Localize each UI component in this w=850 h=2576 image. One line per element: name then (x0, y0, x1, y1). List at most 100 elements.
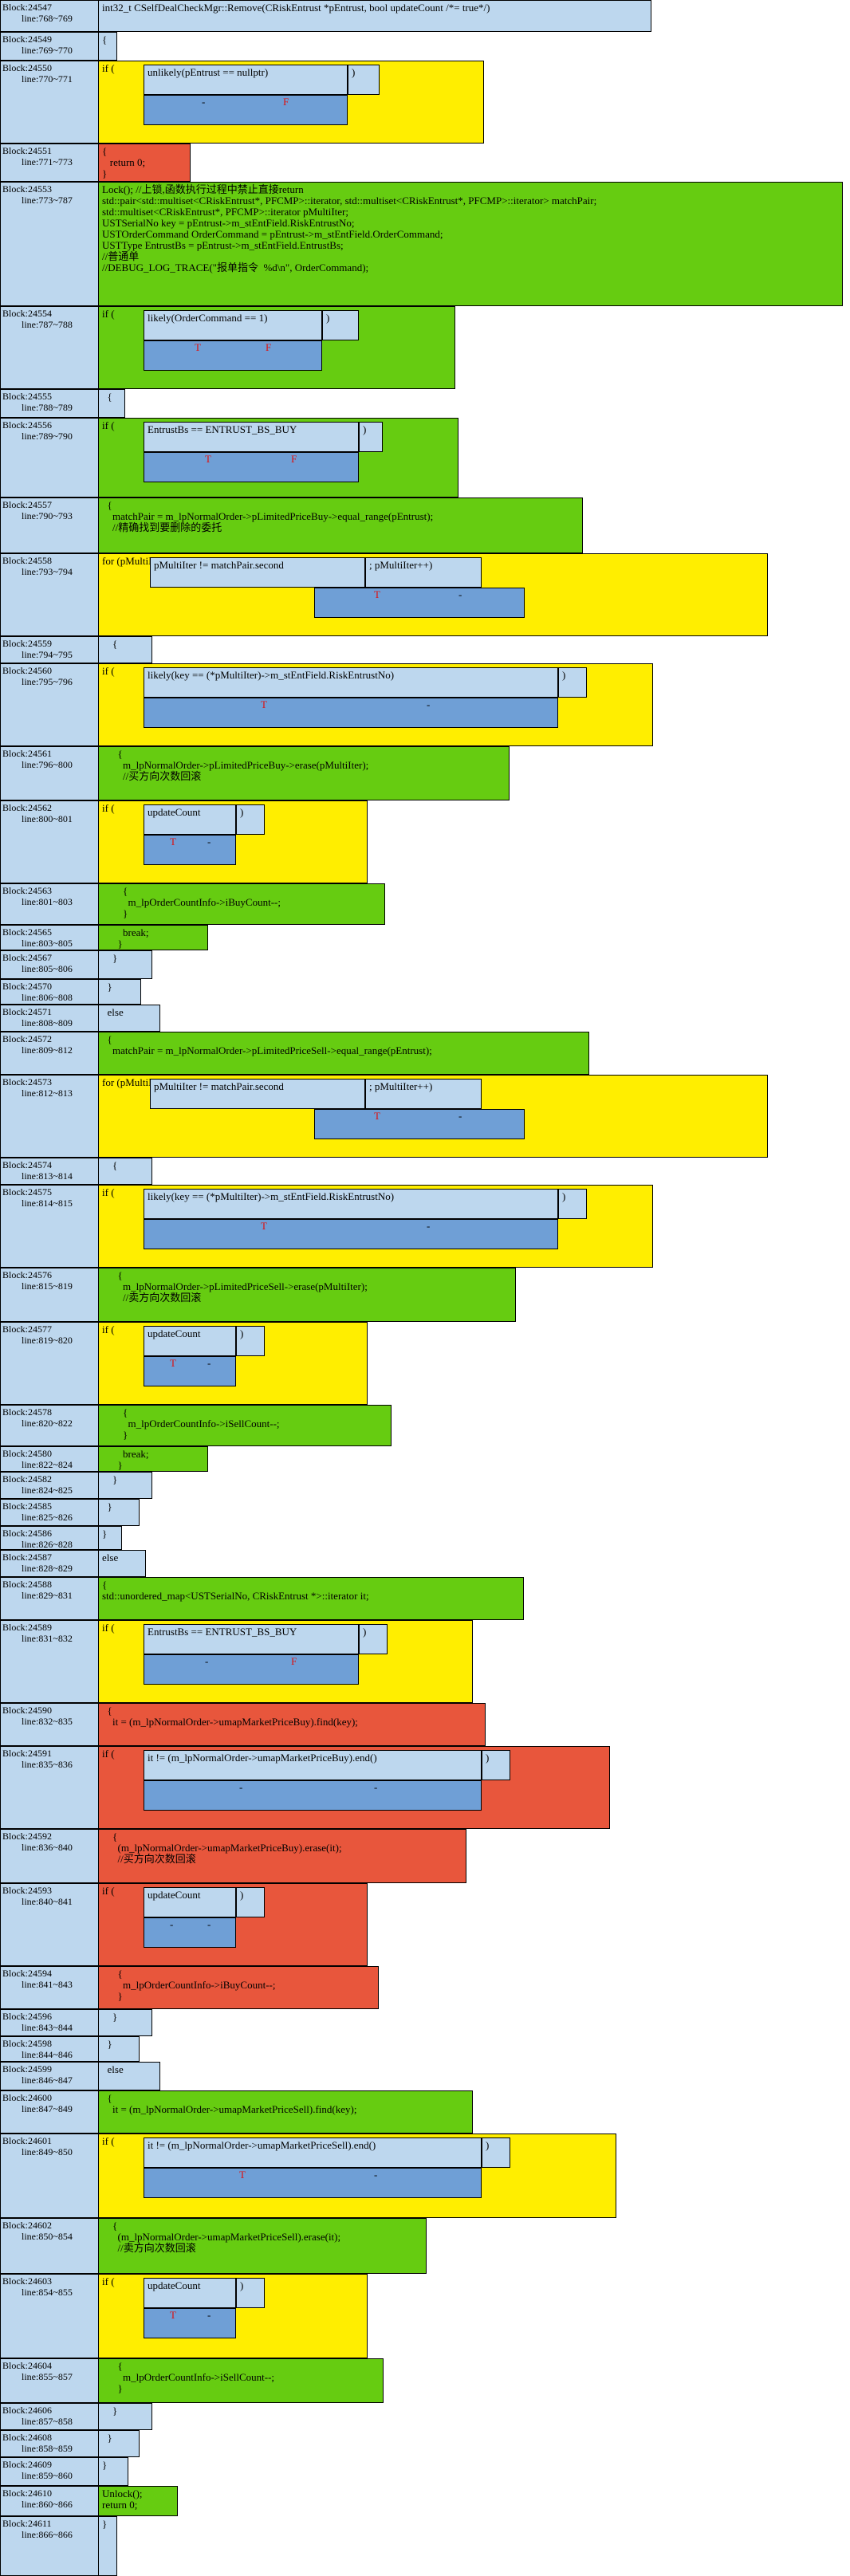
block-id: Block:24590 (2, 1705, 52, 1716)
block-code: for (pMultiIter = matchPair.first;pMulti… (98, 1075, 768, 1158)
block-id: Block:24572 (2, 1033, 52, 1044)
false-branch-marker: - (458, 1110, 462, 1122)
block-code: { return 0; } (98, 144, 191, 182)
block-code: { (98, 636, 152, 663)
block-line-range: line:803~805 (22, 938, 73, 949)
block-id: Block:24554 (2, 308, 52, 319)
block-line-range: line:812~813 (22, 1087, 73, 1099)
branch-outcome-bar: T- (144, 698, 558, 728)
block-line-range: line:860~866 (22, 2499, 73, 2510)
block-line-range: line:836~840 (22, 1842, 73, 1853)
block-line-range: line:809~812 (22, 1044, 73, 1056)
block-code: else (98, 1005, 160, 1032)
block-line-range: line:866~866 (22, 2529, 73, 2540)
block-line-range: line:846~847 (22, 2075, 73, 2086)
block-line-range: line:850~854 (22, 2231, 73, 2242)
block-line-range: line:773~787 (22, 195, 73, 206)
block-id: Block:24562 (2, 802, 52, 813)
block-line-range: line:770~771 (22, 73, 73, 85)
block-code: { (m_lpNormalOrder->umapMarketPriceSell)… (98, 2218, 427, 2274)
block-id: Block:24585 (2, 1500, 52, 1512)
code-text: { m_lpOrderCountInfo->iSellCount--; } (123, 1406, 280, 1441)
block-code: } (98, 1526, 122, 1550)
condition-close: ) (236, 1887, 265, 1917)
block-code: { m_lpOrderCountInfo->iSellCount--; } (98, 1405, 392, 1446)
block-id: Block:24589 (2, 1622, 52, 1633)
block-id: Block:24604 (2, 2360, 52, 2371)
block-id: Block:24593 (2, 1885, 52, 1896)
code-text: { m_lpNormalOrder->pLimitedPriceSell->er… (117, 1269, 368, 1304)
code-text: if ( (102, 665, 115, 677)
block-code: if (updateCount)T- (98, 1322, 368, 1405)
block-code: { matchPair = m_lpNormalOrder->pLimitedP… (98, 1032, 589, 1075)
block-id: Block:24603 (2, 2275, 52, 2287)
code-text: { (m_lpNormalOrder->umapMarketPriceBuy).… (112, 1831, 342, 1865)
block-code: { std::unordered_map<USTSerialNo, CRiskE… (98, 1577, 524, 1620)
block-code: { m_lpOrderCountInfo->iSellCount--; } (98, 2358, 384, 2403)
condition-box: likely(key == (*pMultiIter)->m_stEntFiel… (144, 667, 558, 698)
condition-close: ) (236, 2278, 265, 2308)
code-text: else (102, 1551, 119, 1563)
block-line-range: line:814~815 (22, 1198, 73, 1209)
branch-outcome-bar: T- (314, 588, 525, 618)
block-id: Block:24557 (2, 499, 52, 510)
block-code: if (it != (m_lpNormalOrder->umapMarketPr… (98, 2134, 616, 2218)
block-code: { matchPair = m_lpNormalOrder->pLimitedP… (98, 498, 583, 553)
condition-close: ) (482, 1750, 510, 1780)
block-line-range: line:843~844 (22, 2022, 73, 2033)
block-code: break; } (98, 925, 208, 950)
code-text: { (102, 391, 112, 403)
condition-box: EntrustBs == ENTRUST_BS_BUY (144, 422, 359, 452)
block-line-range: line:857~858 (22, 2416, 73, 2427)
block-code: { it = (m_lpNormalOrder->umapMarketPrice… (98, 2090, 473, 2134)
block-id: Block:24559 (2, 638, 52, 649)
block-code: if (updateCount)T- (98, 2274, 368, 2358)
block-id: Block:24598 (2, 2038, 52, 2049)
block-id: Block:24547 (2, 2, 52, 13)
block-id: Block:24556 (2, 419, 52, 431)
branch-outcome-bar: T- (144, 2308, 236, 2338)
block-line-range: line:813~814 (22, 1170, 73, 1182)
block-id: Block:24606 (2, 2405, 52, 2416)
code-text: if ( (102, 62, 115, 74)
block-line-range: line:849~850 (22, 2146, 73, 2157)
true-branch-marker: T (261, 1220, 267, 1232)
block-line-range: line:829~831 (22, 1590, 73, 1601)
block-id: Block:24553 (2, 183, 52, 195)
block-id: Block:24561 (2, 748, 52, 759)
block-line-range: line:808~809 (22, 1017, 73, 1028)
block-code: { (98, 1158, 152, 1185)
block-line-range: line:844~846 (22, 2049, 73, 2060)
block-code: if (updateCount)T- (98, 800, 368, 883)
block-code: { m_lpOrderCountInfo->iBuyCount--; } (98, 1966, 379, 2009)
block-line-range: line:801~803 (22, 896, 73, 907)
